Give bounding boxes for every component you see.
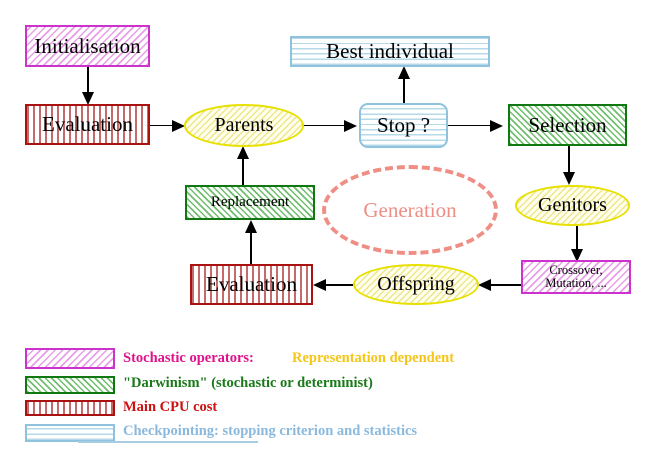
arrowhead-stop-to-selection [490, 119, 503, 132]
arrowhead-evaluation-to-parents [172, 119, 185, 132]
edge-replacement-to-parents [242, 150, 244, 186]
edge-crossover-to-offspring [490, 284, 522, 286]
node-replacement-label: Replacement [210, 193, 290, 210]
edge-evaluation-to-replacement [250, 224, 252, 266]
edge-initialisation-to-evaluation [87, 66, 89, 96]
generation-label: Generation [363, 197, 457, 222]
node-parents[interactable]: Parents [184, 104, 304, 147]
node-evaluation-top-label: Evaluation [42, 112, 133, 137]
arrowhead-offspring-to-evaluation [313, 279, 326, 292]
legend-label-stochastic-operators: Stochastic operators: [123, 350, 254, 366]
node-stop[interactable]: Stop ? [359, 103, 448, 148]
generation-cycle-annotation: Generation [322, 165, 498, 255]
node-crossover-mutation[interactable]: Crossover, Mutation, ... [521, 260, 631, 294]
node-best-individual[interactable]: Best individual [290, 36, 490, 67]
legend-label-checkpointing: Checkpointing: stopping criterion and st… [123, 423, 418, 439]
arrowhead-selection-to-genitors [562, 172, 575, 185]
node-initialisation[interactable]: Initialisation [25, 25, 150, 67]
node-evaluation-bottom[interactable]: Evaluation [190, 264, 313, 305]
arrowhead-parents-to-stop [344, 119, 357, 132]
node-stop-label: Stop ? [376, 113, 431, 138]
node-evaluation-bottom-label: Evaluation [206, 272, 297, 297]
legend-label-representation-dependent: Representation dependent [292, 350, 455, 366]
arrowhead-initialisation-to-evaluation [81, 92, 94, 105]
edge-genitors-to-crossover [576, 226, 578, 251]
node-selection-label: Selection [528, 112, 607, 137]
arrowhead-evaluation-to-replacement [244, 220, 257, 233]
edge-selection-to-genitors [568, 146, 570, 176]
bottom-divider [78, 441, 258, 443]
node-selection[interactable]: Selection [508, 104, 627, 146]
arrowhead-replacement-to-parents [236, 146, 249, 159]
legend-label-main-cpu-cost: Main CPU cost [123, 399, 218, 415]
node-initialisation-label: Initialisation [34, 33, 141, 58]
node-offspring[interactable]: Offspring [353, 264, 479, 305]
arrowhead-crossover-to-offspring [478, 279, 491, 292]
node-genitors-label: Genitors [538, 194, 607, 216]
edge-stop-to-selection [448, 124, 491, 127]
arrowhead-genitors-to-crossover [570, 249, 583, 262]
node-crossover-line2: Mutation, ... [545, 276, 607, 290]
edge-evaluation-to-parents [150, 124, 175, 127]
node-genitors[interactable]: Genitors [515, 185, 630, 226]
node-replacement[interactable]: Replacement [185, 185, 315, 220]
arrowhead-stop-to-best-individual [397, 66, 410, 79]
legend-swatch-main-cpu-cost [25, 400, 115, 416]
edge-offspring-to-evaluation [325, 284, 353, 286]
node-parents-label: Parents [214, 114, 274, 136]
node-best-individual-label: Best individual [326, 39, 454, 64]
node-evaluation-top[interactable]: Evaluation [25, 104, 150, 145]
edge-parents-to-stop [303, 124, 345, 127]
edge-stop-to-best-individual [403, 70, 405, 104]
node-crossover-line1: Crossover, [549, 262, 603, 277]
legend-swatch-stochastic-operators [25, 348, 115, 369]
legend-label-darwinism: "Darwinism" (stochastic or determinist) [123, 375, 373, 391]
node-offspring-label: Offspring [377, 273, 455, 295]
legend-swatch-checkpointing [25, 424, 115, 442]
legend-swatch-darwinism [25, 376, 115, 394]
